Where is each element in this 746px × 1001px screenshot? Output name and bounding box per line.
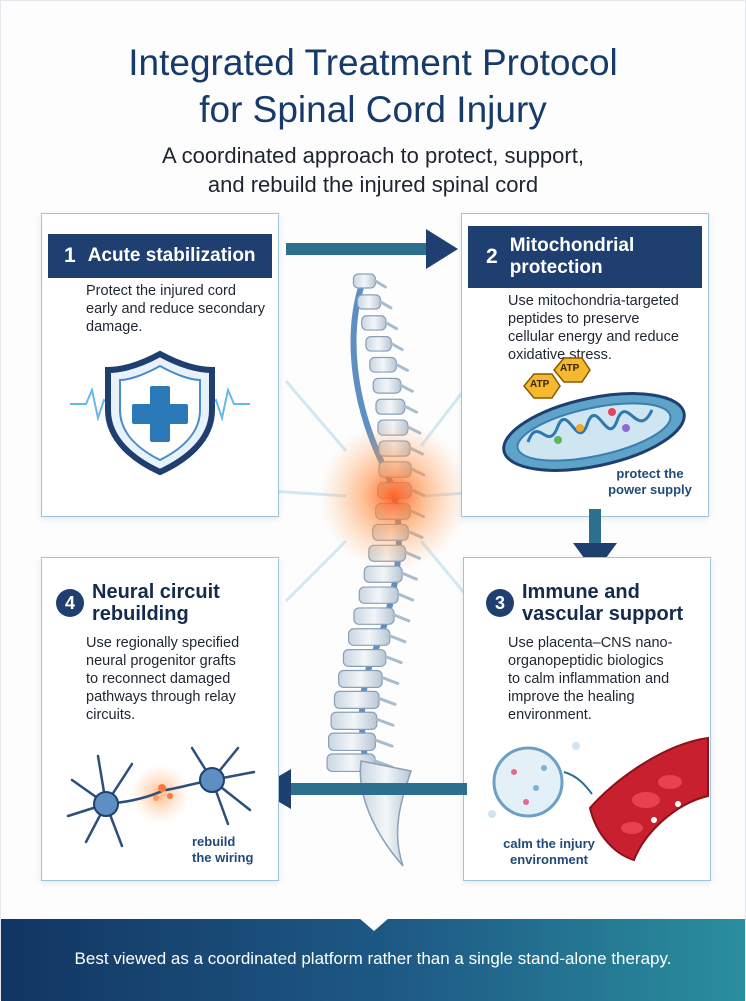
step-1-description: Protect the injured cord early and reduc… — [86, 283, 265, 335]
step-2-caption: protect the power supply — [608, 466, 692, 497]
footer-text: Best viewed as a coordinated platform ra… — [74, 949, 672, 968]
spinous-process — [389, 342, 404, 352]
footer-notch — [359, 918, 389, 931]
neurons-icon — [66, 746, 256, 848]
spinous-process — [400, 571, 418, 581]
step-1-header: 1 Acute stabilization — [48, 234, 272, 278]
page-subtitle: A coordinated approach to protect, suppo… — [1, 141, 745, 199]
vertebra — [372, 377, 402, 394]
spinous-process — [373, 279, 387, 289]
step-3-header: 3 Immune and vascular support — [470, 572, 704, 634]
spinous-process — [399, 383, 414, 393]
step-card-1: 1 Acute stabilization Protect the injure… — [41, 213, 279, 517]
vertebra — [338, 669, 383, 688]
vertebra — [358, 586, 399, 604]
spinous-process — [380, 676, 400, 686]
vertebra — [353, 607, 395, 625]
step-3-description: Use placenta–CNS nano- organopeptidic bi… — [508, 635, 673, 723]
vertebra — [330, 711, 378, 731]
page-title: Integrated Treatment Protocol for Spinal… — [1, 39, 745, 133]
step-3-number: 3 — [486, 589, 514, 617]
step-2-title: Mitochondrial protection — [509, 235, 635, 278]
subtitle-line-1: A coordinated approach to protect, suppo… — [162, 143, 584, 168]
vertebra — [327, 732, 377, 752]
mitochondrion-icon — [502, 357, 686, 472]
step-2-header: 2 Mitochondrial protection — [468, 226, 702, 288]
step-4-header: 4 Neural circuit rebuilding — [48, 572, 272, 634]
vertebra — [375, 398, 406, 415]
atp-badge-1 — [523, 373, 561, 399]
spinous-process — [379, 300, 393, 310]
vertebra — [361, 315, 387, 331]
step-4-description: Use regionally specified neural progenit… — [86, 635, 240, 723]
title-line-2: for Spinal Cord Injury — [199, 89, 547, 130]
spinous-process — [396, 592, 415, 602]
step-1-number: 1 — [64, 244, 76, 267]
step-card-4: 4 Neural circuit rebuilding Use regional… — [41, 557, 279, 881]
vertebra — [356, 294, 382, 310]
vertebra — [347, 628, 391, 646]
spinous-process — [377, 696, 397, 706]
arrow-step3-to-step4 — [257, 769, 467, 809]
step-1-title: Acute stabilization — [87, 245, 256, 266]
spinous-process — [392, 613, 411, 623]
step-card-3: 3 Immune and vascular support Use placen… — [463, 557, 711, 881]
injury-glow — [319, 421, 469, 571]
spinous-process — [384, 321, 399, 331]
step-4-number: 4 — [56, 589, 84, 617]
footer-banner: Best viewed as a coordinated platform ra… — [1, 918, 745, 1001]
step-4-caption: rebuild the wiring — [192, 834, 254, 865]
atp-label-1: ATP — [530, 379, 550, 390]
step-2-number: 2 — [486, 245, 498, 268]
step-3-caption: calm the injury environment — [503, 836, 595, 867]
step-2-description: Use mitochondria-targeted peptides to pr… — [508, 293, 679, 363]
blood-vessel-icon — [488, 736, 709, 862]
vertebra — [365, 336, 392, 352]
vertebra — [369, 356, 397, 373]
atp-label-2: ATP — [560, 363, 580, 374]
step-card-2: 2 Mitochondrial protection Use mitochond… — [461, 213, 709, 517]
vertebra — [333, 690, 380, 709]
title-line-1: Integrated Treatment Protocol — [128, 42, 618, 83]
spinous-process — [384, 655, 403, 665]
shield-cross-icon — [70, 350, 250, 476]
spinous-process — [394, 362, 410, 372]
step-3-title: Immune and vascular support — [522, 581, 684, 625]
spinous-process — [373, 738, 394, 748]
subtitle-line-2: and rebuild the injured spinal cord — [207, 172, 539, 197]
spinous-process — [403, 404, 419, 414]
step-4-title: Neural circuit rebuilding — [92, 581, 220, 625]
spinous-process — [375, 717, 395, 727]
spinous-process — [388, 634, 407, 644]
atp-badge-2 — [553, 357, 591, 383]
arrow-step1-to-step2 — [286, 229, 458, 269]
vertebra — [342, 649, 387, 667]
